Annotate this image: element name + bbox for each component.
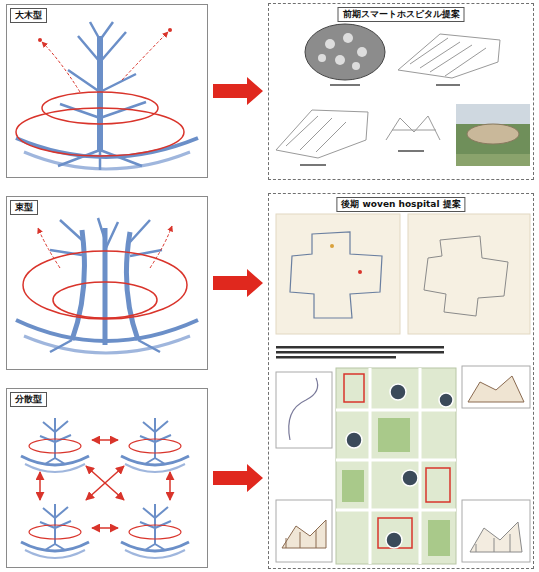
big-tree-sketch: [16, 22, 198, 170]
distributed-tree-sketch: [21, 418, 189, 558]
proposal-panel: 後期 woven hospital 提案: [268, 193, 534, 569]
model-panel: 大木型: [6, 4, 208, 178]
late-proposal-images: [276, 214, 530, 564]
panel-title: 前期スマートホスピタル提案: [338, 7, 465, 22]
panel-title: 大木型: [10, 8, 47, 23]
model-panel: 分散型: [6, 388, 208, 568]
block-arrow: [213, 269, 263, 297]
block-arrow: [213, 77, 263, 105]
panel-title: 後期 woven hospital 提案: [336, 197, 465, 212]
model-panel: 束型: [6, 196, 208, 370]
panel-title: 束型: [10, 200, 38, 215]
block-arrow: [213, 464, 263, 492]
early-proposal-images: [276, 24, 530, 166]
panel-title: 分散型: [10, 392, 47, 407]
proposal-panel: 前期スマートホスピタル提案: [268, 3, 534, 180]
bundle-tree-sketch: [16, 218, 198, 353]
